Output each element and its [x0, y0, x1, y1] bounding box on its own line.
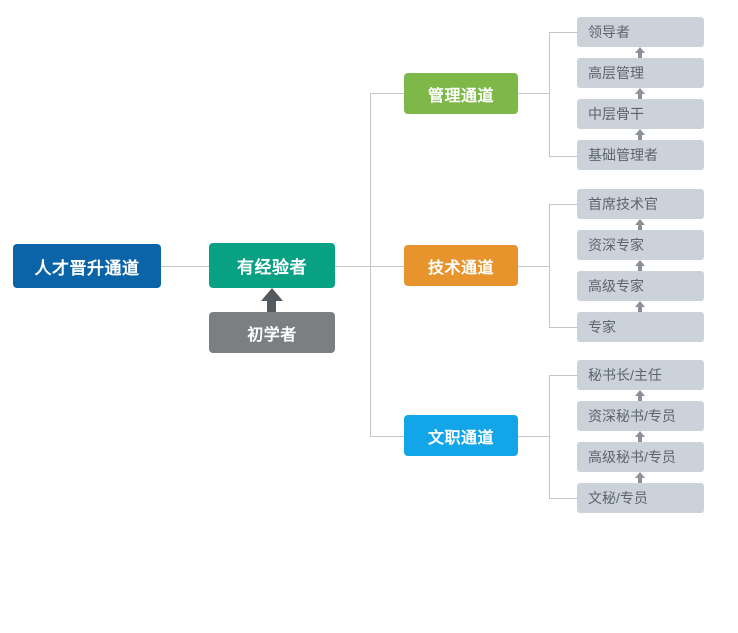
arrow-management-4-to-3-stem	[638, 135, 642, 140]
arrow-management-3-to-2-head	[635, 88, 645, 94]
level-box-clerical-1[interactable]: 秘书长/主任	[577, 360, 704, 390]
connector-management-stub	[518, 93, 549, 94]
level-box-technical-4[interactable]: 专家	[577, 312, 704, 342]
node-root[interactable]: 人才晋升通道	[13, 244, 161, 288]
connector-clerical-stub	[518, 436, 549, 437]
arrow-management-4-to-3-head	[635, 129, 645, 135]
connector-clerical-to-level-4	[549, 498, 577, 499]
connector-root-to-experienced	[161, 266, 209, 267]
arrow-clerical-2-to-1-head	[635, 390, 645, 396]
level-box-management-3[interactable]: 中层骨干	[577, 99, 704, 129]
arrow-technical-4-to-3-head	[635, 301, 645, 307]
level-box-clerical-4[interactable]: 文秘/专员	[577, 483, 704, 513]
arrow-clerical-4-to-3-stem	[638, 478, 642, 483]
level-box-clerical-3[interactable]: 高级秘书/专员	[577, 442, 704, 472]
connector-main-trunk	[370, 93, 371, 436]
connector-clerical-trunk	[549, 375, 550, 498]
node-beginner[interactable]: 初学者	[209, 312, 335, 353]
level-box-technical-3[interactable]: 高级专家	[577, 271, 704, 301]
arrow-beginner-to-experienced-stem	[267, 296, 276, 312]
level-box-management-2[interactable]: 高层管理	[577, 58, 704, 88]
arrow-technical-3-to-2-stem	[638, 266, 642, 271]
level-box-technical-2[interactable]: 资深专家	[577, 230, 704, 260]
node-channel-management[interactable]: 管理通道	[404, 73, 518, 114]
connector-clerical-to-level-1	[549, 375, 577, 376]
connector-technical-to-level-4	[549, 327, 577, 328]
arrow-clerical-2-to-1-stem	[638, 396, 642, 401]
connector-experienced-stub	[335, 266, 370, 267]
connector-technical-trunk	[549, 204, 550, 327]
arrow-management-2-to-1-stem	[638, 53, 642, 58]
connector-management-to-level-1	[549, 32, 577, 33]
connector-management-to-level-4	[549, 156, 577, 157]
level-box-management-1[interactable]: 领导者	[577, 17, 704, 47]
arrow-technical-4-to-3-stem	[638, 307, 642, 312]
connector-technical-stub	[518, 266, 549, 267]
level-box-clerical-2[interactable]: 资深秘书/专员	[577, 401, 704, 431]
connector-trunk-to-clerical	[370, 436, 404, 437]
arrow-management-2-to-1-head	[635, 47, 645, 53]
connector-trunk-to-technical	[370, 266, 404, 267]
level-box-management-4[interactable]: 基础管理者	[577, 140, 704, 170]
arrow-clerical-3-to-2-head	[635, 431, 645, 437]
node-channel-technical[interactable]: 技术通道	[404, 245, 518, 286]
arrow-management-3-to-2-stem	[638, 94, 642, 99]
arrow-technical-2-to-1-stem	[638, 225, 642, 230]
node-channel-clerical[interactable]: 文职通道	[404, 415, 518, 456]
connector-management-trunk	[549, 32, 550, 156]
arrow-technical-2-to-1-head	[635, 219, 645, 225]
arrow-clerical-3-to-2-stem	[638, 437, 642, 442]
arrow-beginner-to-experienced-head	[261, 288, 283, 301]
node-experienced[interactable]: 有经验者	[209, 243, 335, 288]
level-box-technical-1[interactable]: 首席技术官	[577, 189, 704, 219]
connector-trunk-to-management	[370, 93, 404, 94]
arrow-technical-3-to-2-head	[635, 260, 645, 266]
arrow-clerical-4-to-3-head	[635, 472, 645, 478]
connector-technical-to-level-1	[549, 204, 577, 205]
